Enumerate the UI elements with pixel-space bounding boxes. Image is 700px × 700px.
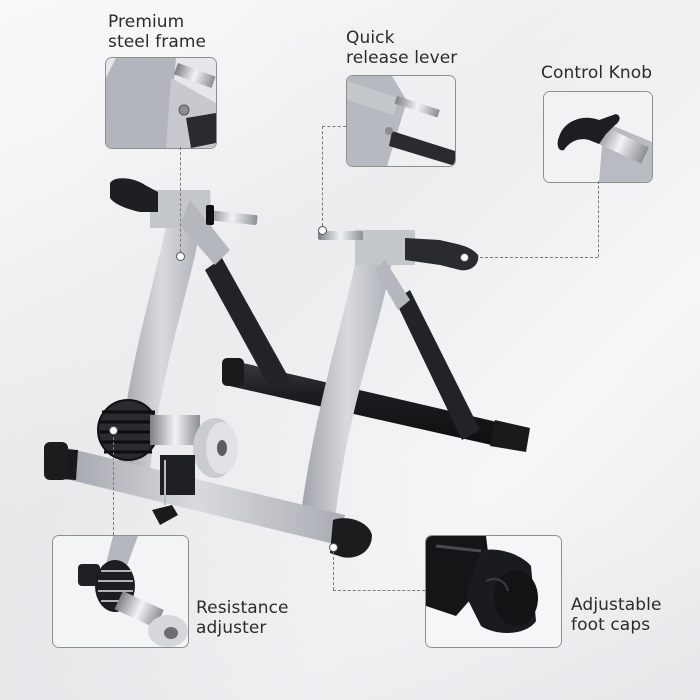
label-line: Quick bbox=[346, 28, 395, 48]
detail-box-resistance-adjuster bbox=[52, 535, 189, 648]
callout-line bbox=[333, 590, 425, 591]
label-line: Adjustable bbox=[571, 595, 662, 615]
callout-marker bbox=[318, 226, 327, 235]
detail-box-control-knob bbox=[543, 91, 653, 183]
quick-release-closeup-image bbox=[347, 76, 455, 166]
label-adjustable-foot-caps: Adjustable foot caps bbox=[571, 595, 662, 635]
callout-line bbox=[333, 552, 334, 590]
label-premium-steel-frame: Premium steel frame bbox=[108, 12, 206, 52]
callout-line bbox=[113, 432, 114, 535]
callout-line bbox=[322, 126, 323, 226]
control-knob-closeup-image bbox=[544, 92, 652, 182]
label-quick-release-lever: Quick release lever bbox=[346, 28, 457, 68]
label-control-knob: Control Knob bbox=[541, 63, 652, 83]
label-line: Premium bbox=[108, 12, 185, 32]
steel-frame-closeup-image bbox=[106, 58, 216, 148]
label-line: release lever bbox=[346, 48, 458, 68]
callout-line bbox=[322, 126, 346, 127]
label-line: foot caps bbox=[571, 615, 651, 635]
detail-box-premium-steel-frame bbox=[105, 57, 217, 149]
label-line: adjuster bbox=[196, 618, 267, 638]
callout-marker bbox=[460, 253, 469, 262]
callout-line bbox=[180, 147, 181, 252]
resistance-adjuster-closeup-image bbox=[53, 536, 188, 647]
callout-line bbox=[598, 181, 599, 257]
label-resistance-adjuster: Resistance adjuster bbox=[196, 598, 289, 638]
callout-marker bbox=[109, 426, 118, 435]
label-line: steel frame bbox=[108, 32, 207, 52]
detail-box-adjustable-foot-caps bbox=[425, 535, 562, 648]
callout-marker bbox=[176, 252, 185, 261]
callout-line bbox=[480, 257, 598, 258]
callout-marker bbox=[329, 543, 338, 552]
label-line: Resistance bbox=[196, 598, 289, 618]
foot-cap-closeup-image bbox=[426, 536, 561, 647]
label-line: Control Knob bbox=[541, 63, 653, 83]
detail-box-quick-release-lever bbox=[346, 75, 456, 167]
